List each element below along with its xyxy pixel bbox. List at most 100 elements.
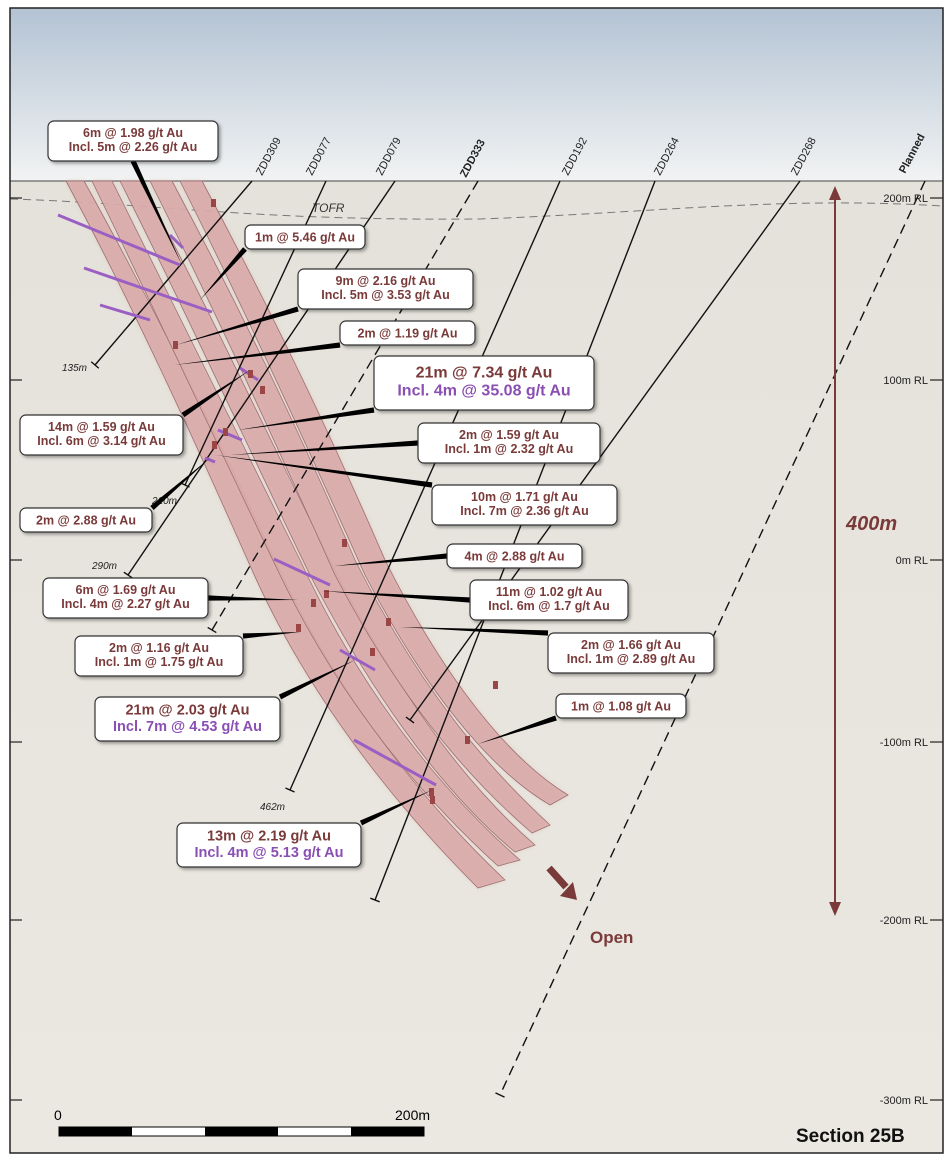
callout-leader (238, 407, 375, 430)
rl-label: 200m RL (883, 193, 928, 205)
high-grade-trace (273, 557, 331, 587)
intercept-marker (296, 624, 301, 632)
intercept-marker (493, 681, 498, 689)
high-grade-trace (217, 428, 243, 442)
callout-line1: 2m @ 1.66 g/t Au (581, 638, 681, 652)
scale-end-label: 200m (395, 1107, 430, 1123)
drill-hole-end-tick (405, 716, 415, 724)
callout-leader (181, 370, 250, 418)
intercept-marker (429, 788, 434, 796)
high-grade-trace (353, 738, 437, 787)
callout-leader (322, 591, 471, 603)
callout-leader (334, 553, 448, 566)
open-arrow (546, 865, 577, 900)
callout-line1: 4m @ 2.88 g/t Au (465, 550, 565, 564)
drill-hole-end-tick (370, 897, 380, 903)
intercept-marker (342, 539, 347, 547)
callout-line2: Incl. 4m @ 2.27 g/t Au (61, 597, 189, 611)
intercept-marker (223, 428, 228, 436)
callout-box (47, 120, 219, 162)
rl-label: -300m RL (880, 1095, 928, 1107)
callout-leader (278, 660, 355, 700)
callout-box (446, 543, 583, 569)
intercept-marker (173, 341, 178, 349)
callout-box (297, 268, 474, 310)
drill-hole-end-tick (90, 361, 100, 369)
callout-box (176, 822, 362, 868)
drill-hole-end-tick (285, 787, 295, 793)
callout-line2: Incl. 7m @ 4.53 g/t Au (113, 719, 262, 735)
callout-line2: Incl. 1m @ 1.75 g/t Au (95, 655, 223, 669)
callout-line2: Incl. 1m @ 2.89 g/t Au (567, 652, 695, 666)
callout-leader (478, 715, 557, 744)
callout-line1: 6m @ 1.98 g/t Au (83, 126, 183, 140)
lode-3 (119, 180, 536, 853)
callout-leader (242, 632, 300, 639)
callout-line1: 2m @ 1.16 g/t Au (109, 641, 209, 655)
callout-box (94, 696, 281, 742)
callout-line1: 10m @ 1.71 g/t Au (471, 490, 578, 504)
callout-line1: 6m @ 1.69 g/t Au (76, 583, 176, 597)
callout-leader (150, 458, 210, 510)
vertical-extent-label: 400m (845, 513, 897, 535)
intercept-marker (212, 441, 217, 449)
high-grade-trace (168, 233, 185, 250)
intercept-callout: 1m @ 1.08 g/t Au (555, 693, 687, 719)
drill-hole-trace (374, 180, 656, 901)
intercept-callout: 4m @ 2.88 g/t Au (446, 543, 583, 569)
tofr-line (9, 198, 944, 220)
callout-line1: 14m @ 1.59 g/t Au (48, 420, 155, 434)
callout-box (19, 414, 184, 456)
intercept-marker (211, 199, 216, 207)
callout-box (339, 320, 476, 346)
intercept-marker (386, 618, 391, 626)
callout-line2: Incl. 7m @ 2.36 g/t Au (460, 504, 588, 518)
callout-line1: 2m @ 1.19 g/t Au (358, 327, 458, 341)
intercept-marker (248, 370, 253, 378)
callout-line1: 21m @ 2.03 g/t Au (125, 703, 249, 719)
callout-line1: 1m @ 5.46 g/t Au (255, 231, 355, 245)
rl-label: 0m RL (896, 555, 928, 567)
callout-box (244, 224, 366, 250)
callout-box (373, 355, 595, 411)
callout-line2: Incl. 6m @ 1.7 g/t Au (488, 599, 609, 613)
scale-start-label: 0 (54, 1107, 62, 1123)
callout-line2: Incl. 4m @ 5.13 g/t Au (195, 845, 344, 861)
callout-leader (215, 455, 433, 488)
intercept-callout: 2m @ 1.19 g/t Au (339, 320, 476, 346)
drill-hole-depth: 210m (151, 496, 177, 507)
callout-leader (230, 440, 419, 455)
callout-box (431, 484, 618, 526)
intercept-callout: 2m @ 2.88 g/t Au (19, 507, 153, 533)
high-grade-trace (57, 213, 181, 267)
callout-line2: Incl. 5m @ 3.53 g/t Au (321, 288, 449, 302)
rl-label: 100m RL (883, 375, 928, 387)
frame (9, 7, 944, 1154)
vertical-extent-arrow (829, 186, 841, 916)
high-grade-trace (99, 303, 151, 322)
callout-line2: Incl. 4m @ 35.08 g/t Au (397, 383, 570, 400)
callout-leader (207, 595, 298, 601)
callout-line1: 9m @ 2.16 g/t Au (336, 274, 436, 288)
callout-box (469, 579, 629, 621)
callout-box (555, 693, 687, 719)
intercept-marker (370, 648, 375, 656)
callout-leader (200, 247, 247, 300)
drill-hole-end-tick (207, 626, 217, 634)
high-grade-trace (339, 648, 376, 672)
tofr-label: TOFR (312, 201, 345, 215)
rl-label: -200m RL (880, 915, 928, 927)
callout-line2: Incl. 5m @ 2.26 g/t Au (69, 140, 197, 154)
high-grade-trace (83, 266, 213, 314)
